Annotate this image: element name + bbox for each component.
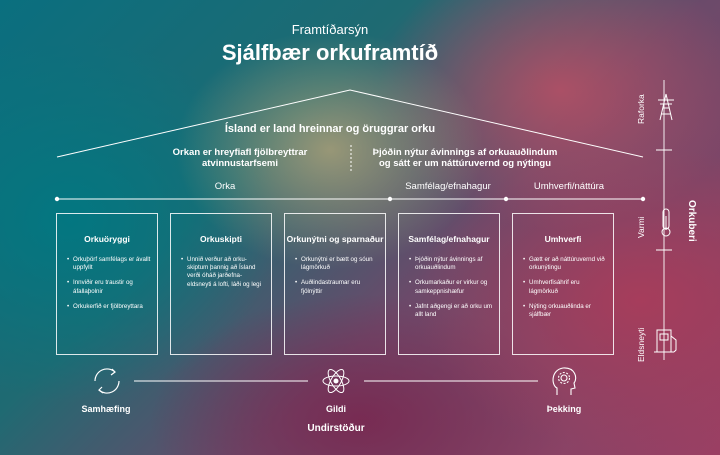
list-item: Orkunýtni er bætt og sóun lágmörkuð — [295, 256, 379, 272]
diagram-subtitle: Framtíðarsýn — [291, 22, 369, 37]
side-label-eldsneyti: Eldsneyti — [636, 327, 646, 363]
side-main-label: Orkuberi — [686, 200, 697, 242]
side-label-varmi: Varmi — [636, 216, 646, 238]
list-item: Gætt er að náttúruvernd við orkunýtingu — [523, 256, 607, 272]
roof-left-statement: Orkan er hreyfiafl fjölbreyttrar atvinnu… — [172, 147, 308, 169]
list-item: Nýting orkuauðlinda er sjálfbær — [523, 303, 607, 319]
list-item: Auðlindastraumar eru fjölnýttir — [295, 279, 379, 295]
pillar-title: Samfélag/efnahagur — [408, 234, 490, 244]
pillar-list: Gætt er að náttúruvernd við orkunýtingu … — [513, 256, 613, 319]
fuel-pump-icon — [654, 329, 677, 353]
pillar-orkuskipti: Orkuskipti Unnið verður að orku-skiptum … — [170, 213, 272, 355]
pillar-title: Orkuöryggi — [84, 234, 130, 244]
segment-dot — [387, 196, 393, 202]
foundation-label-thekking: Þekking — [546, 404, 582, 414]
roof-outline — [56, 89, 644, 158]
foundation-main-label: Undirstöður — [307, 423, 365, 434]
segment-dot — [640, 196, 646, 202]
pillar-umhverfi: Umhverfi Gætt er að náttúruvernd við ork… — [512, 213, 614, 355]
pillar-orkunytni: Orkunýtni og sparnaður Orkunýtni er bætt… — [284, 213, 386, 355]
list-item: Orkuþörf samfélags er ávallt uppfyllt — [67, 256, 151, 272]
segment-label-umhverfi: Umhverfi/náttúra — [533, 181, 605, 192]
list-item: Jafnt aðgengi er að orku um allt land — [409, 303, 493, 319]
thermometer-icon — [661, 208, 671, 237]
side-label-raforka: Raforka — [636, 94, 646, 124]
pillar-list: Unnið verður að orku-skiptum þannig að Í… — [171, 256, 271, 289]
pillar-list: Orkunýtni er bætt og sóun lágmörkuð Auðl… — [285, 256, 385, 296]
pillar-title: Umhverfi — [544, 234, 582, 244]
list-item: Umhverfisáhrif eru lágmörkuð — [523, 279, 607, 295]
segment-label-orka: Orka — [214, 181, 236, 192]
pillar-title: Orkunýtni og sparnaður — [286, 234, 384, 244]
pillar-list: Þjóðin nýtur ávinnings af orkuauðlindum … — [399, 256, 499, 319]
power-pylon-icon — [658, 93, 674, 121]
pillar-orkuoryggi: Orkuöryggi Orkuþörf samfélags er ávallt … — [56, 213, 158, 355]
pillar-list: Orkuþörf samfélags er ávallt uppfyllt In… — [57, 256, 157, 311]
list-item: Orkukerfið er fjölbreyttara — [67, 303, 151, 311]
segment-label-samfelag: Samfélag/efnahagur — [405, 181, 491, 192]
diagram-title: Sjálfbær orkuframtíð — [221, 40, 439, 65]
roof-main-statement: Ísland er land hreinnar og öruggrar orku — [224, 123, 436, 135]
list-item: Orkumarkaður er virkur og samkeppnishæfu… — [409, 279, 493, 295]
segment-dot — [503, 196, 509, 202]
foundation-label-gildi: Gildi — [326, 404, 346, 414]
pillar-title: Orkuskipti — [199, 234, 243, 244]
cycle-arrows-icon — [94, 368, 120, 394]
roof-right-statement: Þjóðin nýtur ávinnings af orkuauðlindum … — [372, 147, 558, 169]
head-gear-icon — [552, 367, 577, 395]
segment-dot — [54, 196, 60, 202]
pillar-samfelag: Samfélag/efnahagur Þjóðin nýtur ávinning… — [398, 213, 500, 355]
list-item: Innviðir eru traustir og áfallaþolnir — [67, 279, 151, 295]
foundation-label-samhaefing: Samhæfing — [81, 404, 131, 414]
list-item: Þjóðin nýtur ávinnings af orkuauðlindum — [409, 256, 493, 272]
atom-icon — [322, 368, 350, 394]
list-item: Unnið verður að orku-skiptum þannig að Í… — [181, 256, 265, 289]
